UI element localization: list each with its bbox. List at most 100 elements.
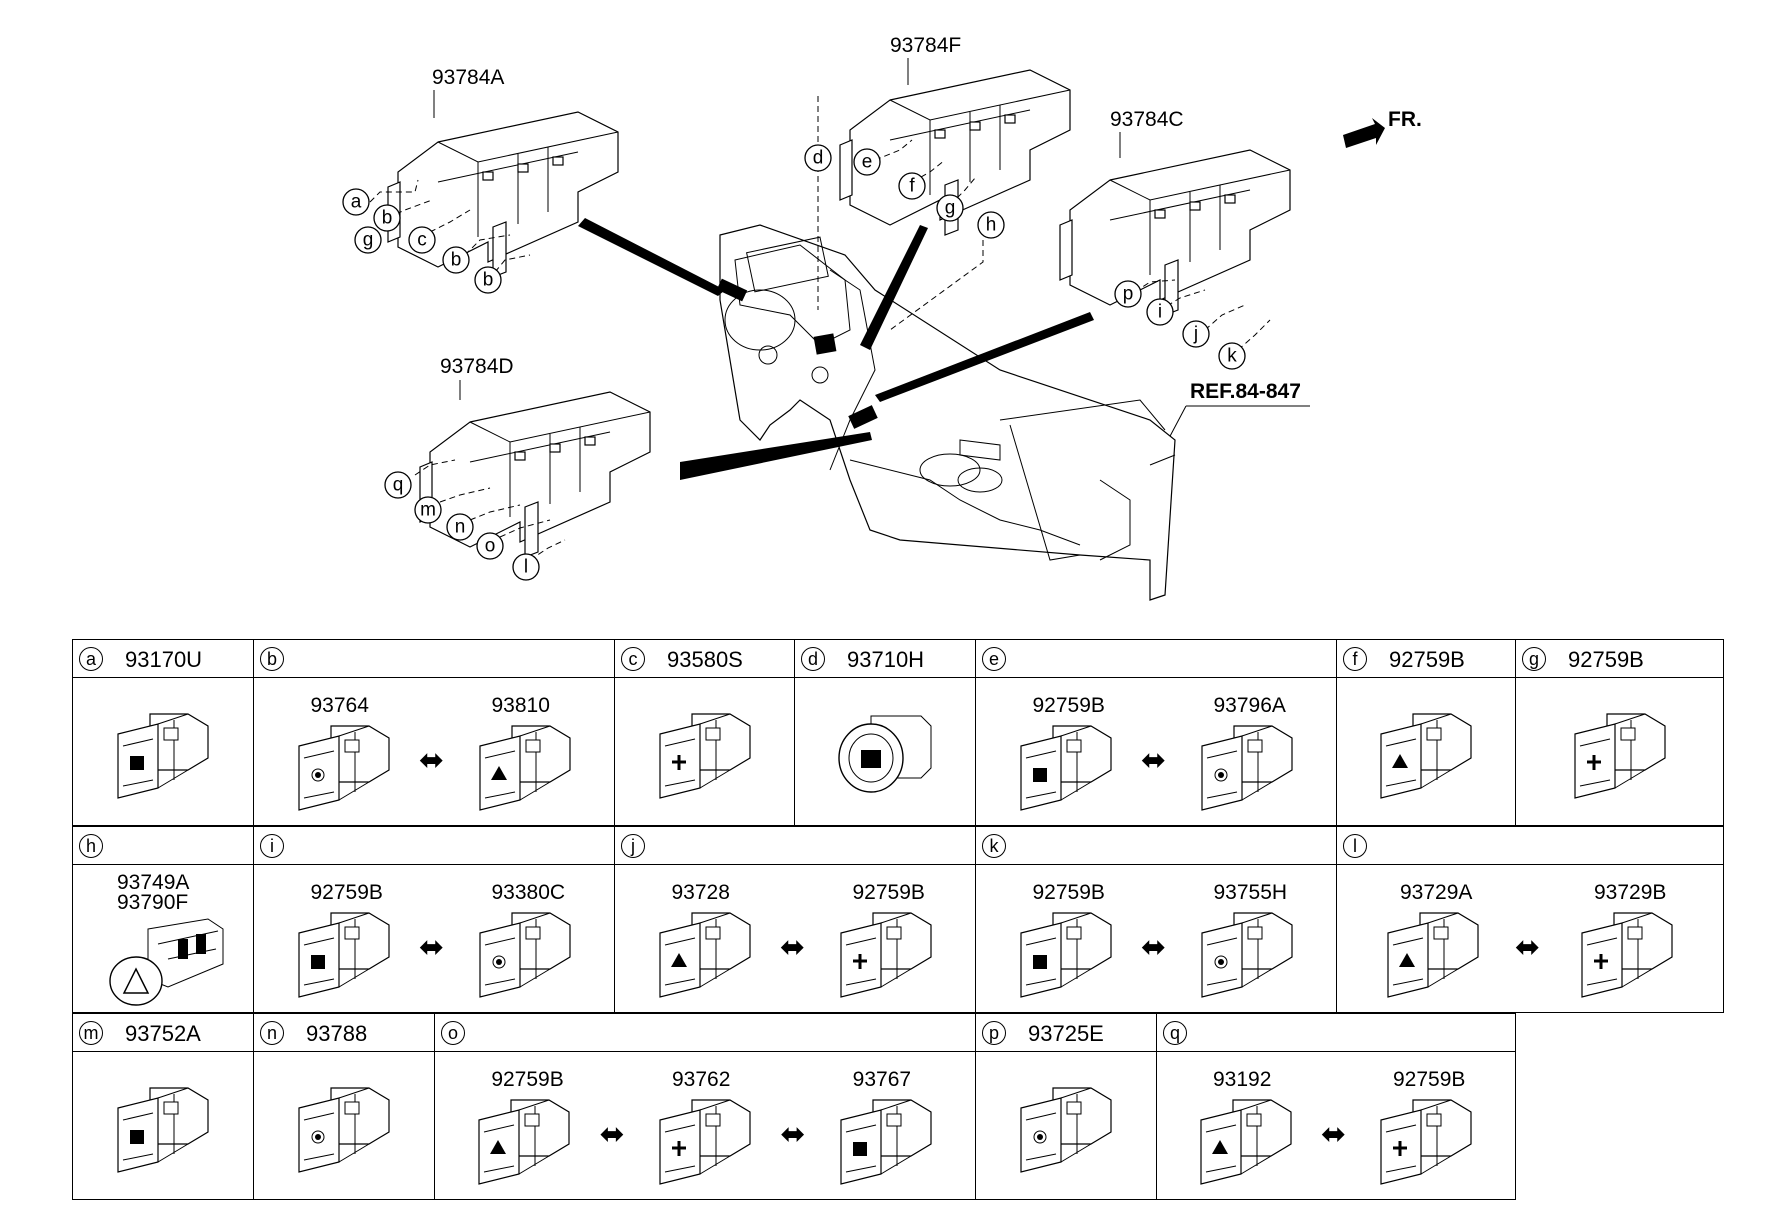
- leader-lines: [369, 96, 1271, 561]
- callout-g: g: [936, 194, 964, 222]
- cell-body-b: 93764⬌93810: [253, 677, 615, 826]
- callout-i: i: [1146, 298, 1174, 326]
- svg-text:c: c: [417, 230, 427, 251]
- part-label: 93796A: [1213, 694, 1286, 717]
- interchange-arrow-icon: ⬌: [1141, 931, 1167, 964]
- svg-text:f: f: [909, 176, 915, 197]
- part-label: 93790F: [117, 891, 189, 914]
- cell-letter-i: i: [260, 834, 284, 858]
- pointer-band-d: [680, 432, 872, 480]
- interchange-arrow-icon: ⬌: [1321, 1118, 1347, 1151]
- svg-text:m: m: [420, 500, 436, 521]
- cell-body-e: 92759B⬌93796A: [975, 677, 1337, 826]
- hazard-switch-icon: [108, 909, 228, 1014]
- switch-icon: [658, 1096, 754, 1193]
- pointer-band-c: [875, 312, 1094, 402]
- switch-icon: [1019, 1084, 1115, 1181]
- svg-text:j: j: [1193, 324, 1198, 345]
- cell-body-l: 93729A ⬌ 93729B: [1336, 864, 1724, 1013]
- svg-text:b: b: [382, 208, 393, 229]
- switch-icon: [297, 722, 393, 819]
- svg-text:h: h: [986, 215, 997, 236]
- cell-letter-b: b: [260, 647, 284, 671]
- interchange-arrow-icon: ⬌: [780, 931, 806, 964]
- switch-icon: [1199, 1096, 1295, 1193]
- part-label: 92759B: [852, 881, 925, 904]
- svg-text:p: p: [1123, 284, 1134, 305]
- callout-e: e: [853, 148, 881, 176]
- callout-p: p: [1114, 280, 1142, 308]
- cell-body-a: [72, 677, 254, 826]
- part-label: 93755H: [1213, 881, 1288, 904]
- svg-text:a: a: [351, 192, 362, 213]
- switch-icon: [116, 1084, 212, 1181]
- switch-assembly-93784c: [1059, 149, 1291, 316]
- switch-icon: [839, 909, 935, 1006]
- callout-j: j: [1182, 320, 1210, 348]
- cell-letter-h: h: [79, 834, 103, 858]
- cell-body-n: [253, 1051, 435, 1200]
- callout-a: a: [342, 188, 370, 216]
- part-label: 93192: [1213, 1068, 1272, 1091]
- switch-icon: [839, 1096, 935, 1193]
- cell-letter-m: m: [79, 1021, 103, 1045]
- cell-letter-g: g: [1522, 647, 1546, 671]
- part-label: 93762: [672, 1068, 731, 1091]
- assembly-label-93784f: 93784F: [890, 34, 961, 57]
- switch-icon: [1200, 909, 1296, 1006]
- assembly-label-93784d: 93784D: [440, 355, 514, 378]
- cell-body-i: 92759B⬌93380C: [253, 864, 615, 1013]
- interchange-arrow-icon: ⬌: [780, 1118, 806, 1151]
- cell-part-number: 93752A: [125, 1021, 201, 1046]
- part-label: 93729A: [1400, 881, 1473, 904]
- svg-text:i: i: [1158, 302, 1162, 323]
- callout-k: k: [1218, 342, 1246, 370]
- callout-f: f: [898, 172, 926, 200]
- cell-header-j: j: [614, 826, 976, 865]
- part-label: 92759B: [1032, 881, 1105, 904]
- callout-b: b: [474, 266, 502, 294]
- cell-letter-a: a: [79, 647, 103, 671]
- switch-icon: [1379, 710, 1475, 807]
- cell-body-p: [975, 1051, 1157, 1200]
- callout-c: c: [408, 226, 436, 254]
- cell-letter-q: q: [1163, 1021, 1187, 1045]
- cell-body-f: [1336, 677, 1516, 826]
- cell-body-k: 92759B ⬌ 93755H: [975, 864, 1337, 1013]
- cell-header-p: p 93725E: [975, 1013, 1157, 1052]
- switch-icon: [478, 722, 574, 819]
- interchange-arrow-icon: ⬌: [1515, 931, 1541, 964]
- switch-icon: [1573, 710, 1669, 807]
- pointer-band-a: [578, 218, 725, 296]
- part-label: 92759B: [310, 881, 383, 904]
- cell-letter-c: c: [621, 647, 645, 671]
- svg-text:b: b: [451, 250, 462, 271]
- cell-header-o: o: [434, 1013, 976, 1052]
- dashboard-outline: [719, 224, 1176, 601]
- cell-part-number: 93725E: [1028, 1021, 1104, 1046]
- svg-text:q: q: [393, 475, 404, 496]
- part-label: 92759B: [1393, 1068, 1466, 1091]
- switch-icon: [1019, 722, 1115, 819]
- callout-b: b: [373, 204, 401, 232]
- svg-text:b: b: [483, 270, 494, 291]
- cell-letter-o: o: [441, 1021, 465, 1045]
- cell-part-number: 92759B: [1568, 647, 1644, 672]
- part-label: 93729B: [1594, 881, 1667, 904]
- svg-text:g: g: [363, 230, 374, 251]
- cell-body-g: [1515, 677, 1724, 826]
- front-arrow-icon: [1343, 118, 1385, 148]
- cell-body-c: [614, 677, 795, 826]
- cell-body-m: [72, 1051, 254, 1200]
- assembly-label-93784a: 93784A: [432, 66, 504, 89]
- cell-letter-p: p: [982, 1021, 1006, 1045]
- front-label: FR.: [1388, 108, 1422, 131]
- cell-header-e: e: [975, 639, 1337, 678]
- cell-letter-l: l: [1343, 834, 1367, 858]
- svg-text:o: o: [485, 536, 496, 557]
- cell-letter-e: e: [982, 647, 1006, 671]
- cell-part-number: 93788: [306, 1021, 368, 1046]
